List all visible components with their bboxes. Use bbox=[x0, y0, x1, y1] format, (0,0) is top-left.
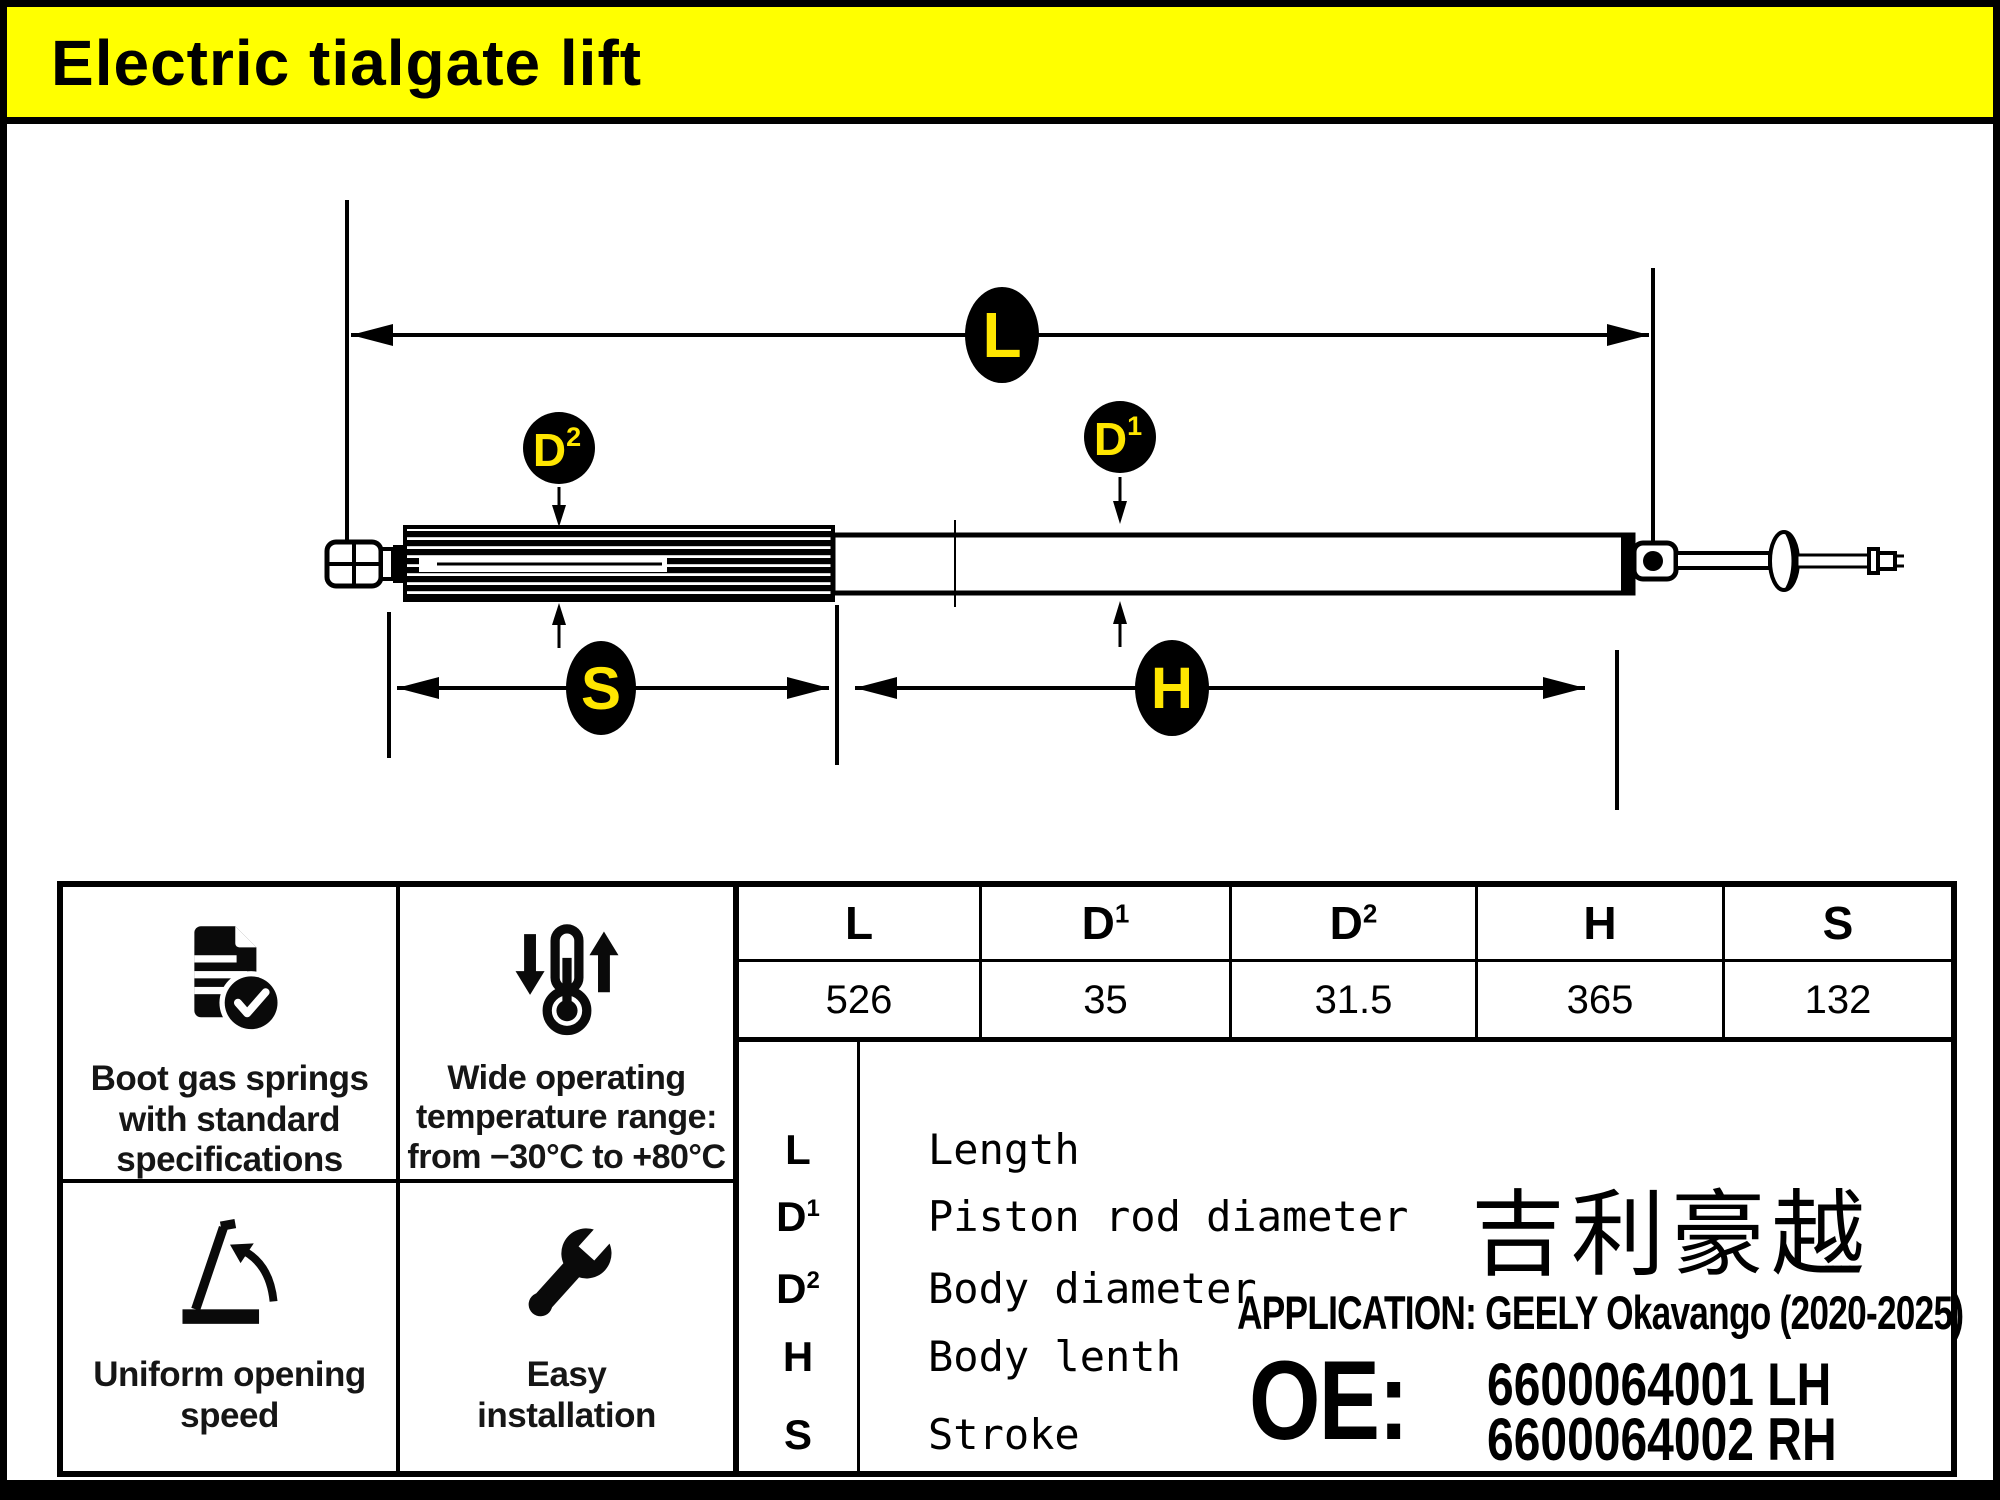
spec-value-h: 365 bbox=[1566, 978, 1634, 1022]
title-band: Electric tialgate lift bbox=[7, 7, 1993, 124]
opening-angle-icon bbox=[181, 1218, 278, 1324]
badge-h: H bbox=[1151, 656, 1193, 721]
feature-caption: Uniform opening speed bbox=[93, 1355, 366, 1435]
divider bbox=[1475, 887, 1478, 1042]
legend-desc-s: Stroke bbox=[928, 1410, 1080, 1459]
wrench-icon bbox=[528, 1220, 617, 1317]
divider bbox=[1722, 887, 1725, 1042]
legend-symbol-s: S bbox=[783, 1411, 812, 1458]
dimension-d2: D2 bbox=[523, 412, 595, 648]
extension-lines bbox=[345, 200, 1655, 580]
divider bbox=[979, 887, 982, 1042]
page-title: Electric tialgate lift bbox=[51, 27, 643, 99]
dimension-h: H bbox=[855, 640, 1619, 810]
divider bbox=[739, 959, 1951, 962]
bottom-border-bar bbox=[7, 1480, 1993, 1493]
feature-temperature-range: Wide operating temperature range: from −… bbox=[400, 887, 733, 1179]
dimension-l: L bbox=[351, 287, 1649, 383]
tube-body bbox=[830, 532, 1636, 596]
feature-caption: Boot gas springs with standard specifica… bbox=[90, 1059, 369, 1180]
thermometer-range-icon bbox=[515, 924, 618, 1036]
badge-s: S bbox=[581, 655, 621, 722]
gas-spring-diagram: L bbox=[324, 200, 1904, 810]
feature-easy-install: Easy installation bbox=[400, 1183, 733, 1471]
spec-value-l: 526 bbox=[825, 978, 893, 1022]
legend-symbol-d1: D1 bbox=[776, 1193, 820, 1240]
legend-desc-l: Length bbox=[928, 1125, 1080, 1174]
legend-desc-d1: Piston rod diameter bbox=[928, 1192, 1409, 1241]
legend-symbol-l: L bbox=[785, 1126, 811, 1173]
spec-header-l: L bbox=[844, 897, 874, 949]
feature-uniform-speed: Uniform opening speed bbox=[63, 1183, 396, 1471]
badge-d1: D1 bbox=[1094, 411, 1142, 465]
gas-spring-drawing bbox=[324, 520, 1904, 607]
divider bbox=[1229, 887, 1232, 1042]
spec-header-h: H bbox=[1583, 897, 1617, 949]
dimension-d1: D1 bbox=[1084, 401, 1156, 647]
oe-label: OE: bbox=[1249, 1338, 1409, 1463]
oe-numbers: 6600064001 LH 6600064002 RH bbox=[1487, 1351, 1837, 1473]
badge-l: L bbox=[982, 299, 1021, 371]
legend-symbol-d2: D2 bbox=[776, 1265, 820, 1312]
feature-caption: Wide operating temperature range: from −… bbox=[407, 1059, 726, 1176]
application-text: APPLICATION: GEELY Okavango (2020-2025) bbox=[1236, 1286, 1964, 1339]
spec-header-d2: D2 bbox=[1329, 897, 1378, 949]
oe-number-rh: 6600064002 RH bbox=[1487, 1406, 1837, 1473]
chinese-model-name: 吉利豪越 bbox=[1471, 1181, 1872, 1290]
spec-value-d2: 31.5 bbox=[1314, 978, 1393, 1022]
spec-feature-table: Boot gas springs with standard specifica… bbox=[57, 881, 1964, 1477]
dimension-s: S bbox=[387, 605, 839, 765]
piston-rod bbox=[1674, 551, 1772, 570]
oe-number-lh: 6600064001 LH bbox=[1487, 1351, 1832, 1418]
legend-desc-d2: Body diameter bbox=[928, 1264, 1257, 1313]
legend-desc-h: Body lenth bbox=[928, 1332, 1181, 1381]
divider bbox=[739, 1037, 1951, 1042]
document-check-icon bbox=[193, 926, 283, 1035]
badge-d2: D2 bbox=[533, 422, 581, 476]
divider bbox=[857, 1042, 860, 1471]
spec-value-s: 132 bbox=[1804, 978, 1872, 1022]
legend-symbol-h: H bbox=[782, 1333, 814, 1380]
feature-standard-specs: Boot gas springs with standard specifica… bbox=[63, 887, 396, 1179]
divider bbox=[63, 1179, 739, 1183]
feature-caption: Easy installation bbox=[477, 1355, 656, 1435]
spec-header-d1: D1 bbox=[1081, 897, 1130, 949]
spec-value-d1: 35 bbox=[1083, 978, 1128, 1022]
spec-header-s: S bbox=[1822, 897, 1854, 949]
